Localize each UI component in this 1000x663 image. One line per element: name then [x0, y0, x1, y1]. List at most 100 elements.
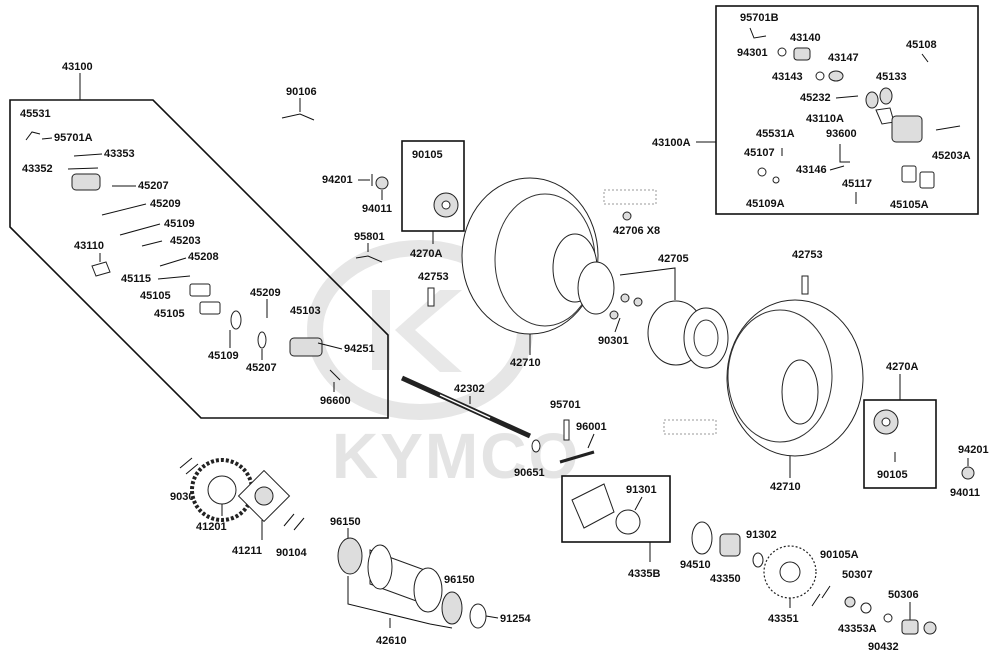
label-45103: 45103 [290, 305, 321, 317]
label-45203: 45203 [170, 235, 201, 247]
nut-part-a [375, 176, 389, 190]
spring-93600-part [839, 144, 850, 163]
label-45208: 45208 [188, 251, 219, 263]
washer-43143-part [815, 71, 825, 81]
label-90432: 90432 [868, 641, 899, 653]
oring-91302-part [752, 552, 764, 568]
label-45107: 45107 [744, 147, 775, 159]
oring-94510-part [691, 521, 713, 555]
caliper-43110A-part [891, 115, 923, 143]
label-42302: 42302 [454, 383, 485, 395]
bearing-96150-b-part [441, 591, 463, 625]
pad-45105A-part [901, 165, 917, 183]
label-45109-b: 45109 [208, 350, 239, 362]
valve-part [622, 211, 632, 221]
nut-part-b [961, 466, 975, 480]
label-90301: 90301 [598, 335, 629, 347]
label-45108: 45108 [906, 39, 937, 51]
label-45232: 45232 [800, 92, 831, 104]
label-90105A: 90105A [820, 549, 859, 561]
label-45109A: 45109A [746, 198, 785, 210]
nut-50306-part [923, 621, 937, 635]
label-45133: 45133 [876, 71, 907, 83]
oring-part-b [257, 331, 267, 349]
watermark-text: KYMCO [332, 420, 580, 492]
label-43143: 43143 [772, 71, 803, 83]
oring-part-a [230, 310, 242, 330]
tire-42710-lower [726, 299, 864, 457]
label-95701B: 95701B [740, 12, 779, 24]
label-95801: 95801 [354, 231, 385, 243]
label-94011-b: 94011 [950, 487, 980, 499]
label-45109-a: 45109 [164, 218, 195, 230]
label-43140: 43140 [790, 32, 821, 44]
label-45207-a: 45207 [138, 180, 169, 192]
bracket-part [91, 261, 111, 277]
label-94011-a: 94011 [362, 203, 392, 215]
bracket-4335B-part [571, 483, 615, 529]
label-94201-b: 94201 [958, 444, 989, 456]
label-96150-a: 96150 [330, 516, 361, 528]
sticker-part-b [663, 419, 717, 435]
label-43110A: 43110A [806, 113, 844, 125]
caliper-part [289, 337, 323, 357]
rim-42705-part [647, 300, 729, 369]
label-43110: 43110 [74, 240, 104, 252]
pin-95801-part [355, 255, 383, 263]
piston-43140-part [793, 47, 811, 61]
label-42753-a: 42753 [418, 271, 449, 283]
nut-50307-part [844, 596, 856, 608]
stud-part-a [427, 287, 435, 307]
seal-91254-part [469, 603, 487, 629]
sticker-part-a [603, 189, 657, 205]
label-42706: 42706 X8 [613, 225, 660, 237]
bolt-90105A-part [811, 585, 831, 607]
label-4270A-b: 4270A [886, 361, 918, 373]
label-43351: 43351 [768, 613, 799, 625]
label-95701A: 95701A [54, 132, 93, 144]
label-45531: 45531 [20, 108, 51, 120]
tire-42710-upper [461, 177, 615, 335]
group-43100-outline [9, 99, 389, 419]
label-91254: 91254 [500, 613, 531, 625]
label-4270A-a: 4270A [410, 248, 442, 260]
seal-91301-part [615, 509, 641, 535]
label-41211: 41211 [232, 545, 262, 557]
label-94510: 94510 [680, 559, 711, 571]
bolt-90104-part [283, 513, 305, 531]
label-90651: 90651 [514, 467, 545, 479]
label-45105-a: 45105 [140, 290, 171, 302]
bracket-43110A-part [875, 107, 895, 125]
label-45105-b: 45105 [154, 308, 185, 320]
pin-90106-part [281, 113, 315, 121]
label-42753-b: 42753 [792, 249, 823, 261]
label-94301: 94301 [737, 47, 768, 59]
washer-94301-part [777, 47, 787, 57]
label-43353: 43353 [104, 148, 135, 160]
pin-96001-part [559, 450, 595, 464]
stud-part-b [801, 275, 809, 295]
label-45207-b: 45207 [246, 362, 277, 374]
label-43353A: 43353A [838, 623, 877, 635]
housing-42610-part [367, 544, 443, 613]
label-90106: 90106 [286, 86, 317, 98]
label-42710-b: 42710 [770, 481, 801, 493]
label-94251: 94251 [344, 343, 375, 355]
label-45105A: 45105A [890, 199, 929, 211]
label-43146: 43146 [796, 164, 827, 176]
label-45117: 45117 [842, 178, 872, 190]
label-91301: 91301 [626, 484, 657, 496]
washer-43353A-part [860, 602, 872, 614]
label-43100: 43100 [62, 61, 93, 73]
label-94201-a: 94201 [322, 174, 353, 186]
bolt-95701-part [563, 419, 570, 441]
label-45209-a: 45209 [150, 198, 181, 210]
pad-part-a [189, 283, 211, 297]
oring-45107-part [757, 167, 767, 177]
label-93600: 93600 [826, 128, 857, 140]
label-43350: 43350 [710, 573, 741, 585]
label-43147: 43147 [828, 52, 859, 64]
hub-43350-part [719, 533, 741, 557]
label-41201: 41201 [196, 521, 227, 533]
washer-90651-part [531, 439, 541, 453]
